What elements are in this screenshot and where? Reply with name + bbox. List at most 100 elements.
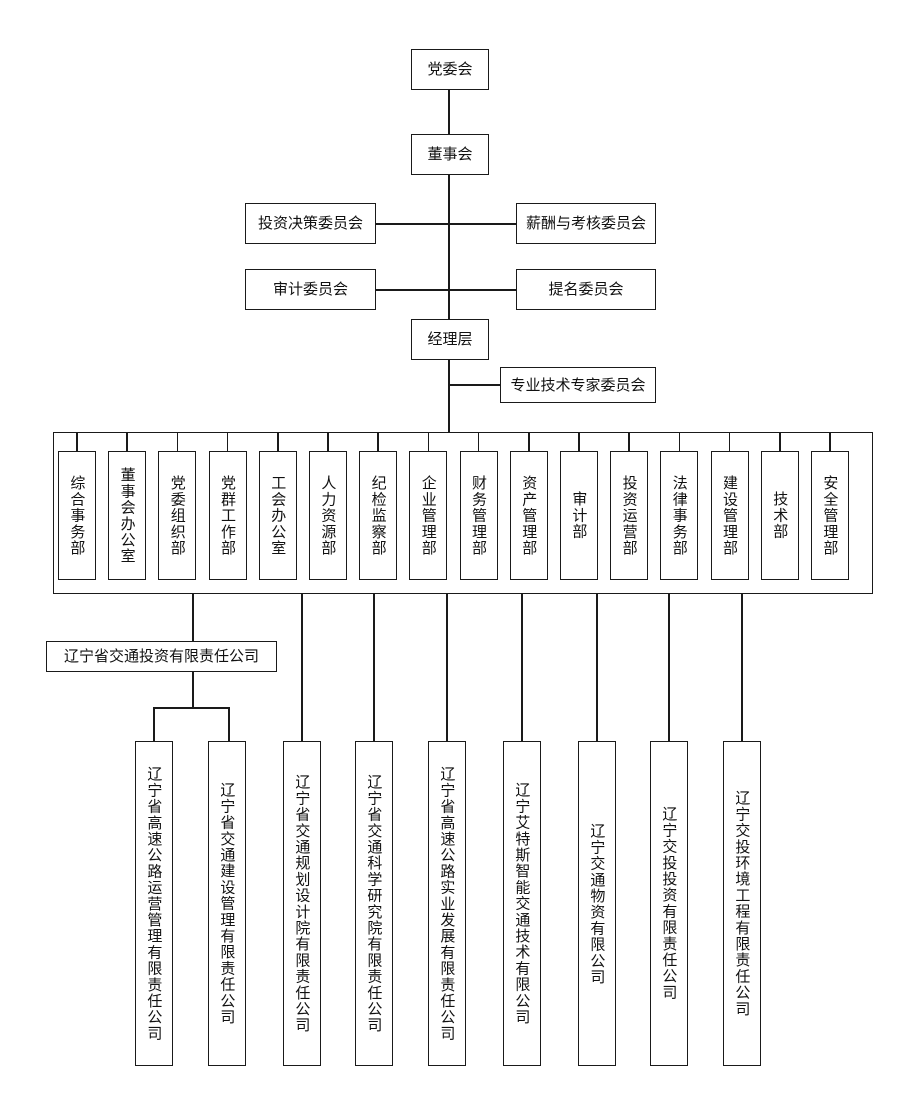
node-department[interactable]: 工会办公室	[258, 451, 297, 580]
connector-department-drop	[176, 433, 179, 451]
connector-department-drop	[477, 433, 480, 451]
connector-subsidiary-drop	[446, 594, 448, 741]
connector-department-drop	[527, 433, 530, 451]
node-management-level[interactable]: 经理层	[411, 319, 489, 360]
connector-department-drop	[778, 433, 781, 451]
node-department[interactable]: 人力资源部	[309, 451, 347, 580]
node-label: 党委组织部	[168, 475, 187, 556]
node-department[interactable]: 财务管理部	[459, 451, 498, 580]
node-label: 辽宁省交通科学研究院有限责任公司	[365, 773, 384, 1034]
node-compensation-appraisal-committee[interactable]: 薪酬与考核委员会	[516, 203, 656, 244]
node-department[interactable]: 投资运营部	[610, 451, 649, 580]
connector-bus-to-holding-company	[192, 594, 194, 642]
node-label: 法律事务部	[670, 475, 689, 556]
node-label: 财务管理部	[470, 475, 488, 556]
node-department[interactable]: 党委组织部	[158, 451, 197, 580]
node-party-committee[interactable]: 党委会	[411, 49, 489, 90]
node-label: 技术部	[771, 491, 790, 540]
node-department[interactable]: 建设管理部	[710, 451, 749, 580]
node-department[interactable]: 审计部	[560, 451, 598, 580]
node-label: 纪检监察部	[369, 475, 388, 556]
node-department[interactable]: 法律事务部	[660, 451, 699, 580]
connector-holding-child-1	[153, 707, 155, 742]
node-label: 投资决策委员会	[257, 214, 363, 233]
node-label: 提名委员会	[548, 280, 624, 299]
node-label: 审计委员会	[272, 280, 348, 299]
connector-subsidiary-drop	[596, 594, 598, 741]
connector-subsidiary-drop	[301, 594, 303, 741]
node-subsidiary[interactable]: 辽宁交通物资有限公司	[578, 741, 616, 1066]
connector-department-drop	[427, 433, 430, 451]
node-department[interactable]: 党群工作部	[208, 451, 247, 580]
node-subsidiary[interactable]: 辽宁艾特斯智能交通技术有限公司	[503, 741, 541, 1066]
node-subsidiary[interactable]: 辽宁交投环境工程有限责任公司	[723, 741, 761, 1066]
connector-investment-committee-to-spine	[376, 223, 449, 225]
department-container-frame	[53, 432, 873, 594]
node-department[interactable]: 董事会办公室	[108, 451, 147, 580]
node-investment-decision-committee[interactable]: 投资决策委员会	[245, 203, 376, 244]
node-label: 安全管理部	[821, 475, 840, 556]
node-department[interactable]: 综合事务部	[58, 451, 96, 580]
node-subsidiary[interactable]: 辽宁省高速公路实业发展有限责任公司	[428, 741, 466, 1066]
connector-subsidiary-drop	[741, 594, 743, 741]
connector-department-drop	[578, 433, 580, 451]
node-label: 投资运营部	[620, 475, 639, 556]
connector-department-drop	[377, 433, 380, 451]
node-technical-expert-committee[interactable]: 专业技术专家委员会	[500, 367, 656, 403]
connector-subsidiary-drop	[373, 594, 375, 741]
node-label: 党委会	[427, 60, 473, 79]
node-subsidiary[interactable]: 辽宁省高速公路运营管理有限责任公司	[135, 741, 173, 1066]
connector-department-drop	[76, 433, 78, 451]
node-subsidiary[interactable]: 辽宁交投投资有限责任公司	[650, 741, 688, 1066]
node-label: 辽宁省交通建设管理有限责任公司	[218, 782, 237, 1025]
connector-expert-committee-to-spine	[448, 384, 501, 386]
node-board-of-directors[interactable]: 董事会	[411, 134, 489, 175]
node-label: 辽宁交通物资有限公司	[588, 822, 607, 985]
node-department[interactable]: 纪检监察部	[359, 451, 398, 580]
connector-department-drop	[226, 433, 229, 451]
node-department[interactable]: 资产管理部	[509, 451, 548, 580]
connector-party-to-board	[448, 89, 450, 135]
node-label: 建设管理部	[721, 475, 739, 556]
node-label: 辽宁省高速公路运营管理有限责任公司	[145, 765, 164, 1042]
connector-department-drop	[126, 433, 129, 451]
connector-department-drop	[678, 433, 681, 451]
node-department[interactable]: 技术部	[760, 451, 799, 580]
connector-department-drop	[628, 433, 631, 451]
node-label: 董事会办公室	[118, 466, 137, 565]
connector-holding-company-split	[153, 707, 230, 709]
connector-department-drop	[728, 433, 731, 451]
node-label: 辽宁省交通规划设计院有限责任公司	[293, 773, 312, 1034]
node-subsidiary[interactable]: 辽宁省交通科学研究院有限责任公司	[355, 741, 393, 1066]
node-department[interactable]: 企业管理部	[409, 451, 448, 580]
node-label: 辽宁交投环境工程有限责任公司	[733, 790, 752, 1017]
connector-management-to-department-bus	[448, 360, 450, 433]
node-label: 人力资源部	[319, 475, 338, 556]
connector-nomination-committee-to-spine	[448, 289, 517, 291]
connector-audit-committee-to-spine	[376, 289, 449, 291]
connector-holding-company-down	[192, 672, 194, 708]
connector-compensation-committee-to-spine	[448, 223, 517, 225]
node-label: 辽宁交投投资有限责任公司	[660, 806, 679, 1001]
node-label: 审计部	[570, 491, 589, 540]
node-subsidiary[interactable]: 辽宁省交通规划设计院有限责任公司	[283, 741, 321, 1066]
node-audit-committee[interactable]: 审计委员会	[245, 269, 376, 310]
node-nomination-committee[interactable]: 提名委员会	[516, 269, 656, 310]
node-label: 经理层	[427, 330, 473, 349]
connector-department-drop	[327, 433, 329, 451]
node-label: 资产管理部	[520, 475, 539, 556]
node-label: 党群工作部	[219, 475, 237, 556]
node-label: 辽宁艾特斯智能交通技术有限公司	[513, 782, 532, 1025]
connector-board-to-management	[448, 175, 450, 320]
node-holding-company[interactable]: 辽宁省交通投资有限责任公司	[46, 641, 277, 672]
node-label: 企业管理部	[419, 475, 438, 556]
node-label: 薪酬与考核委员会	[525, 214, 646, 233]
node-label: 董事会	[427, 145, 473, 164]
connector-holding-child-2	[228, 707, 230, 742]
node-label: 工会办公室	[269, 475, 288, 556]
node-subsidiary[interactable]: 辽宁省交通建设管理有限责任公司	[208, 741, 246, 1066]
node-label: 综合事务部	[68, 475, 87, 556]
connector-department-drop	[276, 433, 279, 451]
node-department[interactable]: 安全管理部	[811, 451, 849, 580]
